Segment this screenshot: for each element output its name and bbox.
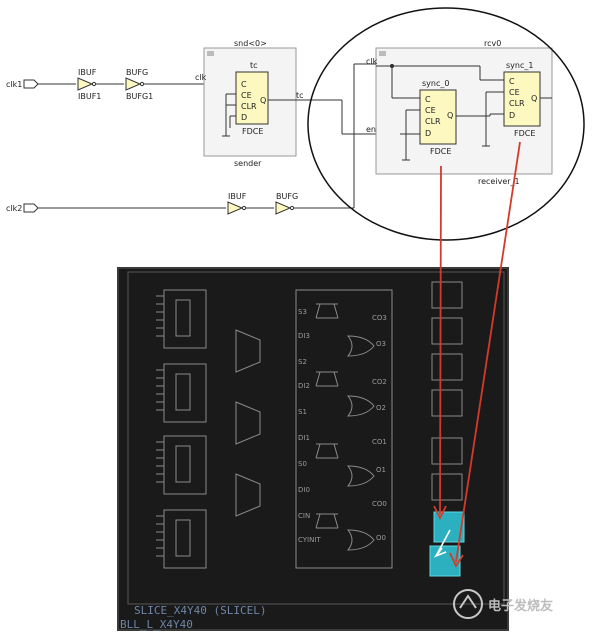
arrow-head-sync1 [449, 552, 464, 568]
slice-ff-4[interactable] [431, 389, 463, 417]
svg-text:C: C [241, 80, 247, 89]
bufg1-inst: BUFG1 [126, 92, 153, 101]
slice-title: SLICE_X4Y40 (SLICEL) [134, 604, 266, 617]
svg-text:O0: O0 [376, 534, 386, 542]
mux-f7b[interactable] [235, 473, 261, 517]
ibuf2-buffer[interactable]: IBUF [227, 192, 247, 215]
svg-text:CYINIT: CYINIT [298, 536, 321, 544]
carry-right-pins: CO3 O3 CO2 O2 CO1 O1 CO0 O0 [372, 314, 387, 542]
arrow-sync1-to-slice [455, 141, 521, 563]
white-route-arrow [433, 529, 451, 558]
clk2-port[interactable]: clk2 [6, 203, 39, 213]
ibuf1-inst: IBUF1 [78, 92, 101, 101]
svg-text:DI3: DI3 [298, 332, 310, 340]
sender-tc-ff[interactable] [235, 71, 269, 125]
sender-cell-type: FDCE [242, 127, 263, 136]
sync0-title: sync_0 [422, 79, 449, 88]
svg-text:Q: Q [531, 94, 537, 103]
svg-text:O3: O3 [376, 340, 386, 348]
watermark: 电子发烧友 [453, 589, 553, 619]
sync1-ff[interactable] [503, 71, 541, 127]
sender-cell-title: tc [250, 61, 258, 70]
slice-ff-3[interactable] [431, 353, 463, 381]
svg-text:CLR: CLR [509, 99, 525, 108]
sender-footer: sender [234, 159, 262, 168]
slice-ff-1[interactable] [431, 281, 463, 309]
svg-text:C: C [425, 95, 431, 104]
lut-a[interactable] [156, 289, 207, 349]
sync1-title: sync_1 [506, 61, 533, 70]
carry4-block[interactable] [295, 289, 393, 569]
mux-f7a[interactable] [235, 329, 261, 373]
sync1-type: FDCE [514, 129, 535, 138]
svg-text:O2: O2 [376, 404, 386, 412]
bufg1-type: BUFG [126, 68, 148, 77]
svg-text:CIN: CIN [298, 512, 310, 520]
watermark-text: 电子发烧友 [488, 598, 553, 614]
svg-text:DI0: DI0 [298, 486, 310, 494]
svg-text:O1: O1 [376, 466, 386, 474]
sync0-ff[interactable] [419, 89, 457, 145]
lut-c[interactable] [156, 435, 207, 495]
svg-text:D: D [425, 129, 431, 138]
svg-text:CLR: CLR [425, 117, 441, 126]
arrow-sync0-to-slice [439, 165, 442, 515]
svg-text:CO2: CO2 [372, 378, 387, 386]
svg-text:DI2: DI2 [298, 382, 310, 390]
slice-subtitle: BLL_L_X4Y40 [120, 618, 193, 631]
svg-text:CE: CE [241, 91, 252, 100]
svg-text:S2: S2 [298, 358, 307, 366]
sender-module[interactable]: snd<0> sender clk tc C CE CLR D Q FDCE [195, 39, 297, 168]
svg-text:Q: Q [447, 111, 453, 120]
zoom-ellipse [307, 7, 585, 241]
slice-ff-6[interactable] [431, 473, 463, 501]
ff-column [431, 281, 463, 501]
slice-view: S3 DI3 S2 DI2 S1 DI1 S0 DI0 CIN CYINIT C… [117, 267, 509, 631]
ibuf1-buffer[interactable]: IBUF IBUF1 [77, 68, 101, 101]
svg-text:DI1: DI1 [298, 434, 310, 442]
svg-text:S3: S3 [298, 308, 307, 316]
clk1-label: clk1 [6, 80, 22, 89]
arrow-head-sync0 [433, 505, 447, 521]
svg-text:CE: CE [425, 106, 436, 115]
svg-text:D: D [241, 113, 247, 122]
svg-text:S1: S1 [298, 408, 307, 416]
carry-left-pins: S3 DI3 S2 DI2 S1 DI1 S0 DI0 CIN CYINIT [298, 308, 321, 544]
sync0-type: FDCE [430, 147, 451, 156]
receiver-en-pin: en [366, 125, 376, 134]
tc-net-label: tc [296, 91, 304, 100]
svg-text:CO3: CO3 [372, 314, 387, 322]
svg-text:CLR: CLR [241, 102, 257, 111]
mapping-arrows [433, 141, 521, 568]
slice-ff-5[interactable] [431, 437, 463, 465]
clk2-label: clk2 [6, 204, 22, 213]
mux-f8[interactable] [235, 401, 261, 445]
receiver-module[interactable]: rcv0 receiver_1 clk en sync_0 C CE CLR D… [366, 39, 553, 186]
svg-text:C: C [509, 77, 515, 86]
lut-b[interactable] [156, 363, 207, 423]
svg-text:CO0: CO0 [372, 500, 387, 508]
schematic: clk1 IBUF IBUF1 BUFG BUFG1 snd<0> sender… [6, 39, 553, 215]
lut-d[interactable] [156, 509, 207, 569]
bufg1-buffer[interactable]: BUFG BUFG1 [125, 68, 153, 101]
ibuf1-type: IBUF [78, 68, 97, 77]
bufg2-buffer[interactable]: BUFG [275, 192, 298, 215]
svg-text:CE: CE [509, 88, 520, 97]
placed-sync1-ff[interactable] [429, 545, 461, 577]
ibuf2-type: IBUF [228, 192, 247, 201]
slice-ff-2[interactable] [431, 317, 463, 345]
receiver-footer: receiver_1 [478, 177, 520, 186]
svg-text:CO1: CO1 [372, 438, 387, 446]
svg-text:Q: Q [260, 96, 266, 105]
receiver-header: rcv0 [484, 39, 501, 48]
receiver-clk-pin: clk [366, 57, 378, 66]
bufg2-type: BUFG [276, 192, 298, 201]
svg-text:D: D [509, 111, 515, 120]
sender-clk-pin: clk [195, 73, 207, 82]
sender-header: snd<0> [234, 39, 267, 48]
svg-text:S0: S0 [298, 460, 307, 468]
clk1-port[interactable]: clk1 [6, 79, 39, 89]
